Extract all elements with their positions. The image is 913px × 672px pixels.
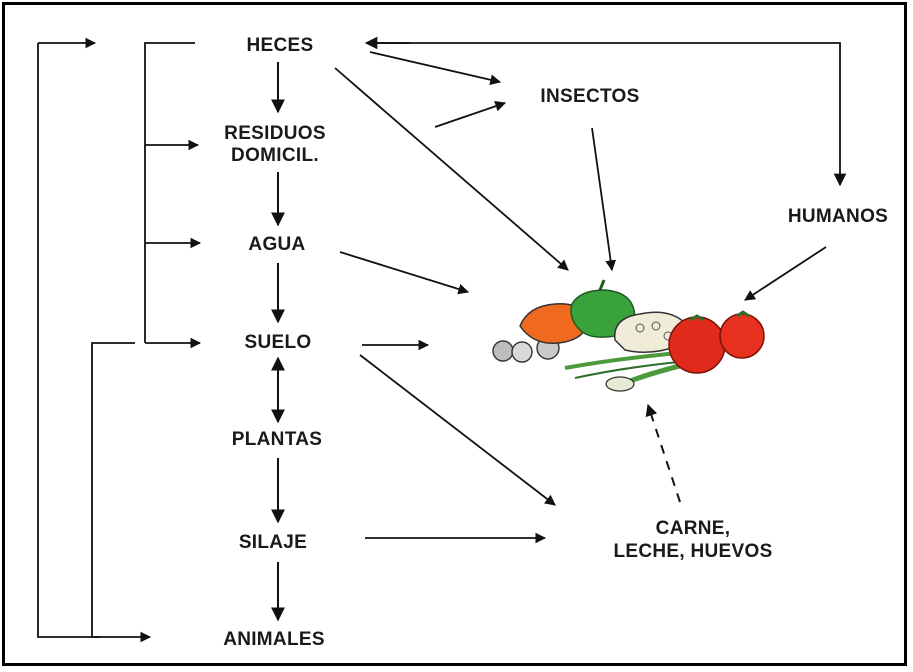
outer-loop [38,43,100,637]
suelo-animales-loop [92,343,150,637]
node-residuos-line2: DOMICIL. [231,145,319,166]
node-suelo: SUELO [245,332,312,353]
inner-bracket [145,43,200,343]
node-humanos: HUMANOS [788,206,888,227]
node-heces: HECES [247,35,314,56]
node-animales: ANIMALES [223,629,325,650]
node-plantas: PLANTAS [232,429,322,450]
humanos-heces-link [366,43,840,185]
node-productos-line1: CARNE, [656,518,731,539]
node-silaje: SILAJE [239,532,307,553]
node-insectos: INSECTOS [540,86,639,107]
node-productos-line2: LECHE, HUEVOS [613,541,772,562]
node-residuos-line1: RESIDUOS [224,123,326,144]
node-agua: AGUA [248,234,305,255]
vegetables-illustration [493,280,764,391]
